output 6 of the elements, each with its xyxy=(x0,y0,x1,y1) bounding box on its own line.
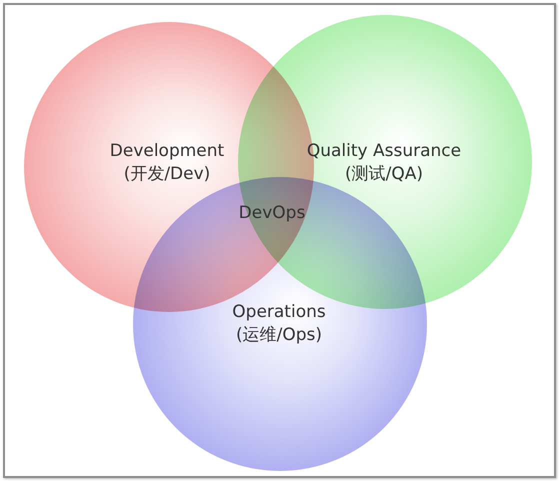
set-name: Operations xyxy=(232,301,326,324)
set-name: Development xyxy=(110,140,224,163)
set-abbreviation: (开发/Dev) xyxy=(124,163,210,186)
set-name: Quality Assurance xyxy=(306,140,462,163)
set-abbreviation: (测试/QA) xyxy=(344,163,423,186)
set-abbreviation: (运维/Ops) xyxy=(236,324,322,347)
